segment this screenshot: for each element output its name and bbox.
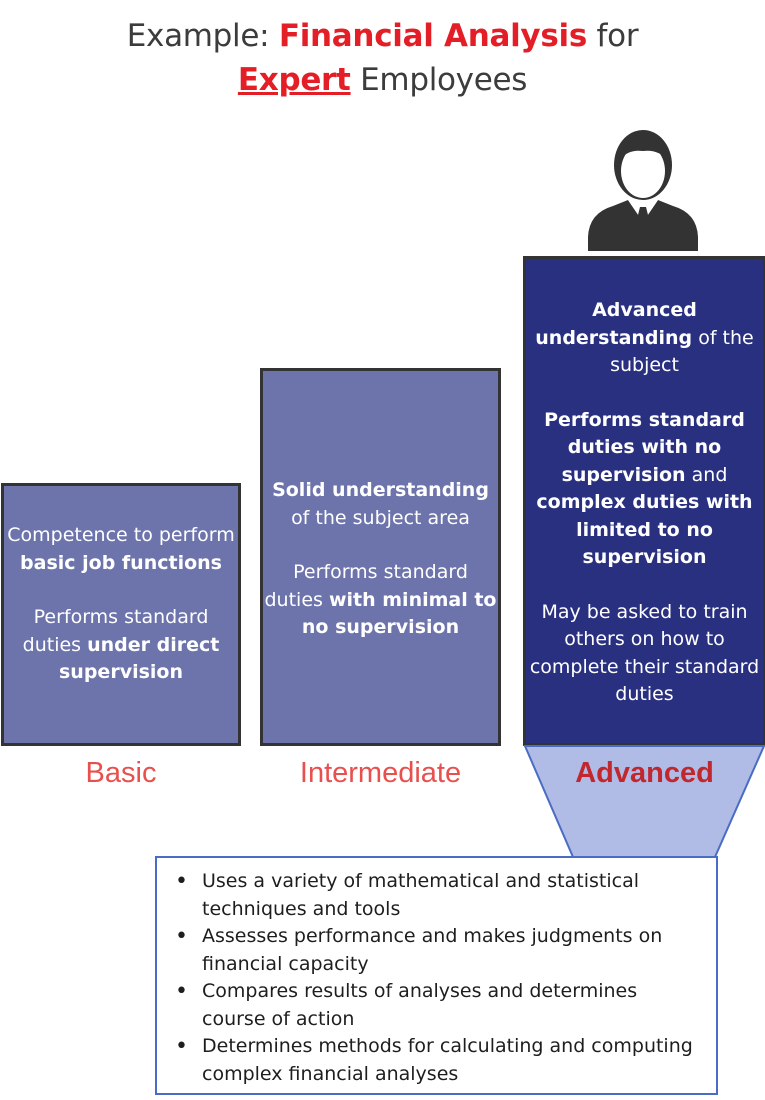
level-card-advanced: Advanced understanding of the subject Pe…	[523, 256, 765, 746]
list-item: Compares results of analyses and determi…	[169, 978, 706, 1033]
page-title-line1: Example: Financial Analysis for	[126, 18, 639, 54]
intermediate-understanding-text: Solid understanding of the subject area	[272, 479, 489, 529]
list-item: Uses a variety of mathematical and stati…	[169, 868, 706, 923]
businessman-icon	[588, 130, 698, 251]
page-title-line2: Expert Employees	[237, 62, 528, 98]
basic-competence-text: Competence to perform basic job function…	[7, 524, 235, 574]
advanced-training-text: May be asked to train others on how to c…	[529, 600, 760, 706]
advanced-supervision-text: Performs standard duties with no supervi…	[536, 408, 753, 569]
level-card-basic: Competence to perform basic job function…	[1, 483, 241, 746]
basic-supervision-text: Performs standard duties under direct su…	[22, 606, 220, 683]
level-label-basic: Basic	[85, 757, 157, 789]
advanced-understanding-text: Advanced understanding of the subject	[535, 299, 754, 376]
title-highlight-topic: Financial Analysis	[278, 18, 587, 54]
list-item: Determines methods for calculating and c…	[169, 1033, 706, 1088]
level-label-advanced: Advanced	[575, 757, 714, 789]
list-item: Assesses performance and makes judgments…	[169, 923, 706, 978]
advanced-skills-list: Uses a variety of mathematical and stati…	[155, 856, 718, 1095]
intermediate-supervision-text: Performs standard duties with minimal to…	[264, 561, 497, 638]
level-card-intermediate: Solid understanding of the subject area …	[260, 368, 501, 746]
level-label-intermediate: Intermediate	[299, 757, 462, 789]
title-highlight-level: Expert	[237, 62, 351, 98]
